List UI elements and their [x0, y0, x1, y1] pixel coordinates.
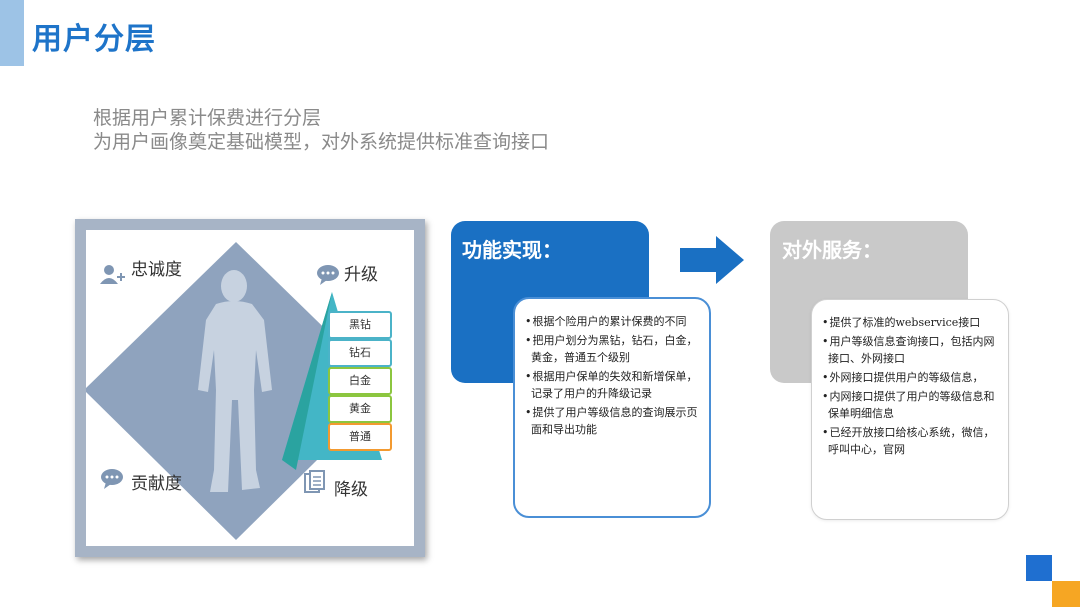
- external-item: 已经开放接口给核心系统，微信，呼叫中心，官网: [822, 424, 1000, 458]
- external-title: 对外服务：: [782, 238, 882, 262]
- page-title: 用户分层: [32, 22, 156, 57]
- function-item: 提供了用户等级信息的查询展示页面和导出功能: [525, 404, 701, 438]
- loyalty-label: 忠诚度: [131, 260, 182, 280]
- right-arrow-icon: [678, 234, 746, 290]
- downgrade-label: 降级: [334, 480, 368, 500]
- function-card: 根据个险用户的累计保费的不同 把用户划分为黑钻，钻石，白金，黄金，普通五个级别 …: [513, 297, 711, 518]
- corner-decoration-blue: [1026, 555, 1052, 581]
- tier-diamond: 钻石: [328, 339, 392, 367]
- function-item: 根据用户保单的失效和新增保单，记录了用户的升降级记录: [525, 368, 701, 402]
- function-item: 把用户划分为黑钻，钻石，白金，黄金，普通五个级别: [525, 332, 701, 366]
- external-item: 内网接口提供了用户的等级信息和保单明细信息: [822, 388, 1000, 422]
- external-item: 用户等级信息查询接口，包括内网接口、外网接口: [822, 333, 1000, 367]
- tier-gold: 黄金: [328, 395, 392, 423]
- external-item: 提供了标准的webservice接口: [822, 314, 1000, 331]
- tier-normal: 普通: [328, 423, 392, 451]
- intro-line-1: 根据用户累计保费进行分层: [93, 107, 322, 129]
- function-list: 根据个险用户的累计保费的不同 把用户划分为黑钻，钻石，白金，黄金，普通五个级别 …: [525, 313, 701, 438]
- business-man-silhouette: [198, 270, 272, 492]
- external-card: 提供了标准的webservice接口 用户等级信息查询接口，包括内网接口、外网接…: [811, 299, 1009, 520]
- title-accent-bar: [0, 0, 24, 66]
- tier-black-diamond: 黑钻: [328, 311, 392, 339]
- function-title: 功能实现：: [462, 238, 562, 262]
- tier-platinum: 白金: [328, 367, 392, 395]
- external-list: 提供了标准的webservice接口 用户等级信息查询接口，包括内网接口、外网接…: [822, 314, 1000, 458]
- pyramid-side: [282, 292, 332, 470]
- tier-infographic: 忠诚度 升级 贡献度 降级: [86, 230, 414, 546]
- corner-decoration-orange: [1052, 581, 1080, 607]
- intro-line-2: 为用户画像奠定基础模型，对外系统提供标准查询接口: [93, 131, 550, 153]
- external-item: 外网接口提供用户的等级信息，: [822, 369, 1000, 386]
- tier-infographic-frame: 忠诚度 升级 贡献度 降级: [75, 219, 425, 557]
- upgrade-label: 升级: [344, 265, 378, 285]
- contribution-label: 贡献度: [131, 474, 182, 494]
- intro-text: 根据用户累计保费进行分层 为用户画像奠定基础模型，对外系统提供标准查询接口: [93, 106, 549, 154]
- function-item: 根据个险用户的累计保费的不同: [525, 313, 701, 330]
